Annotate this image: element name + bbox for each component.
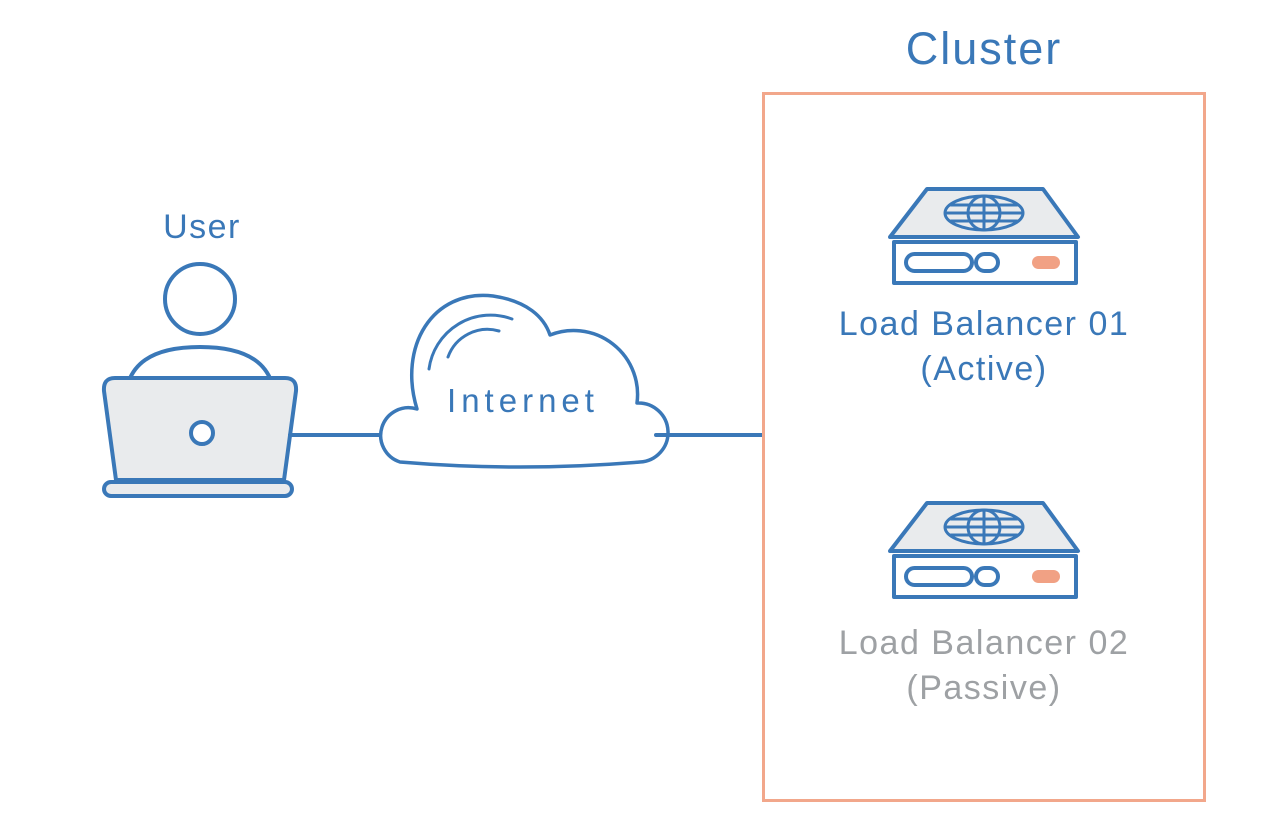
server-status-light xyxy=(1032,570,1060,583)
laptop-base xyxy=(102,480,294,498)
node-state: (Passive) xyxy=(906,669,1062,707)
internet-cloud-icon xyxy=(378,293,670,469)
load-balancer-01-icon xyxy=(888,187,1080,285)
load-balancer-01-label: Load Balancer 01 (Active) xyxy=(762,302,1206,392)
cloud-shine-arc-long xyxy=(427,313,514,371)
server-drive-slot xyxy=(904,566,974,587)
load-balancer-02-icon xyxy=(888,501,1080,599)
node-name: Load Balancer 01 xyxy=(838,305,1130,343)
cloud-shine-arc-short xyxy=(446,327,501,359)
node-state: (Active) xyxy=(920,350,1048,388)
server-drive-slot xyxy=(904,252,974,273)
server-port xyxy=(974,566,1000,587)
connector-internet-cluster xyxy=(654,433,764,437)
user-head xyxy=(163,262,237,336)
load-balancer-02-label: Load Balancer 02 (Passive) xyxy=(762,621,1206,711)
laptop-logo-circle xyxy=(189,420,215,446)
cluster-boundary-box xyxy=(762,92,1206,802)
internet-label: Internet xyxy=(447,382,599,419)
node-name: Load Balancer 02 xyxy=(838,624,1130,662)
globe-icon xyxy=(943,508,1025,546)
server-port xyxy=(974,252,1000,273)
cloud-outline xyxy=(378,293,670,469)
server-status-light xyxy=(1032,256,1060,269)
user-label: User xyxy=(163,208,241,246)
user-laptop-icon xyxy=(101,262,299,498)
connector-user-internet xyxy=(288,433,387,437)
cluster-title: Cluster xyxy=(905,23,1063,74)
globe-icon xyxy=(943,194,1025,232)
